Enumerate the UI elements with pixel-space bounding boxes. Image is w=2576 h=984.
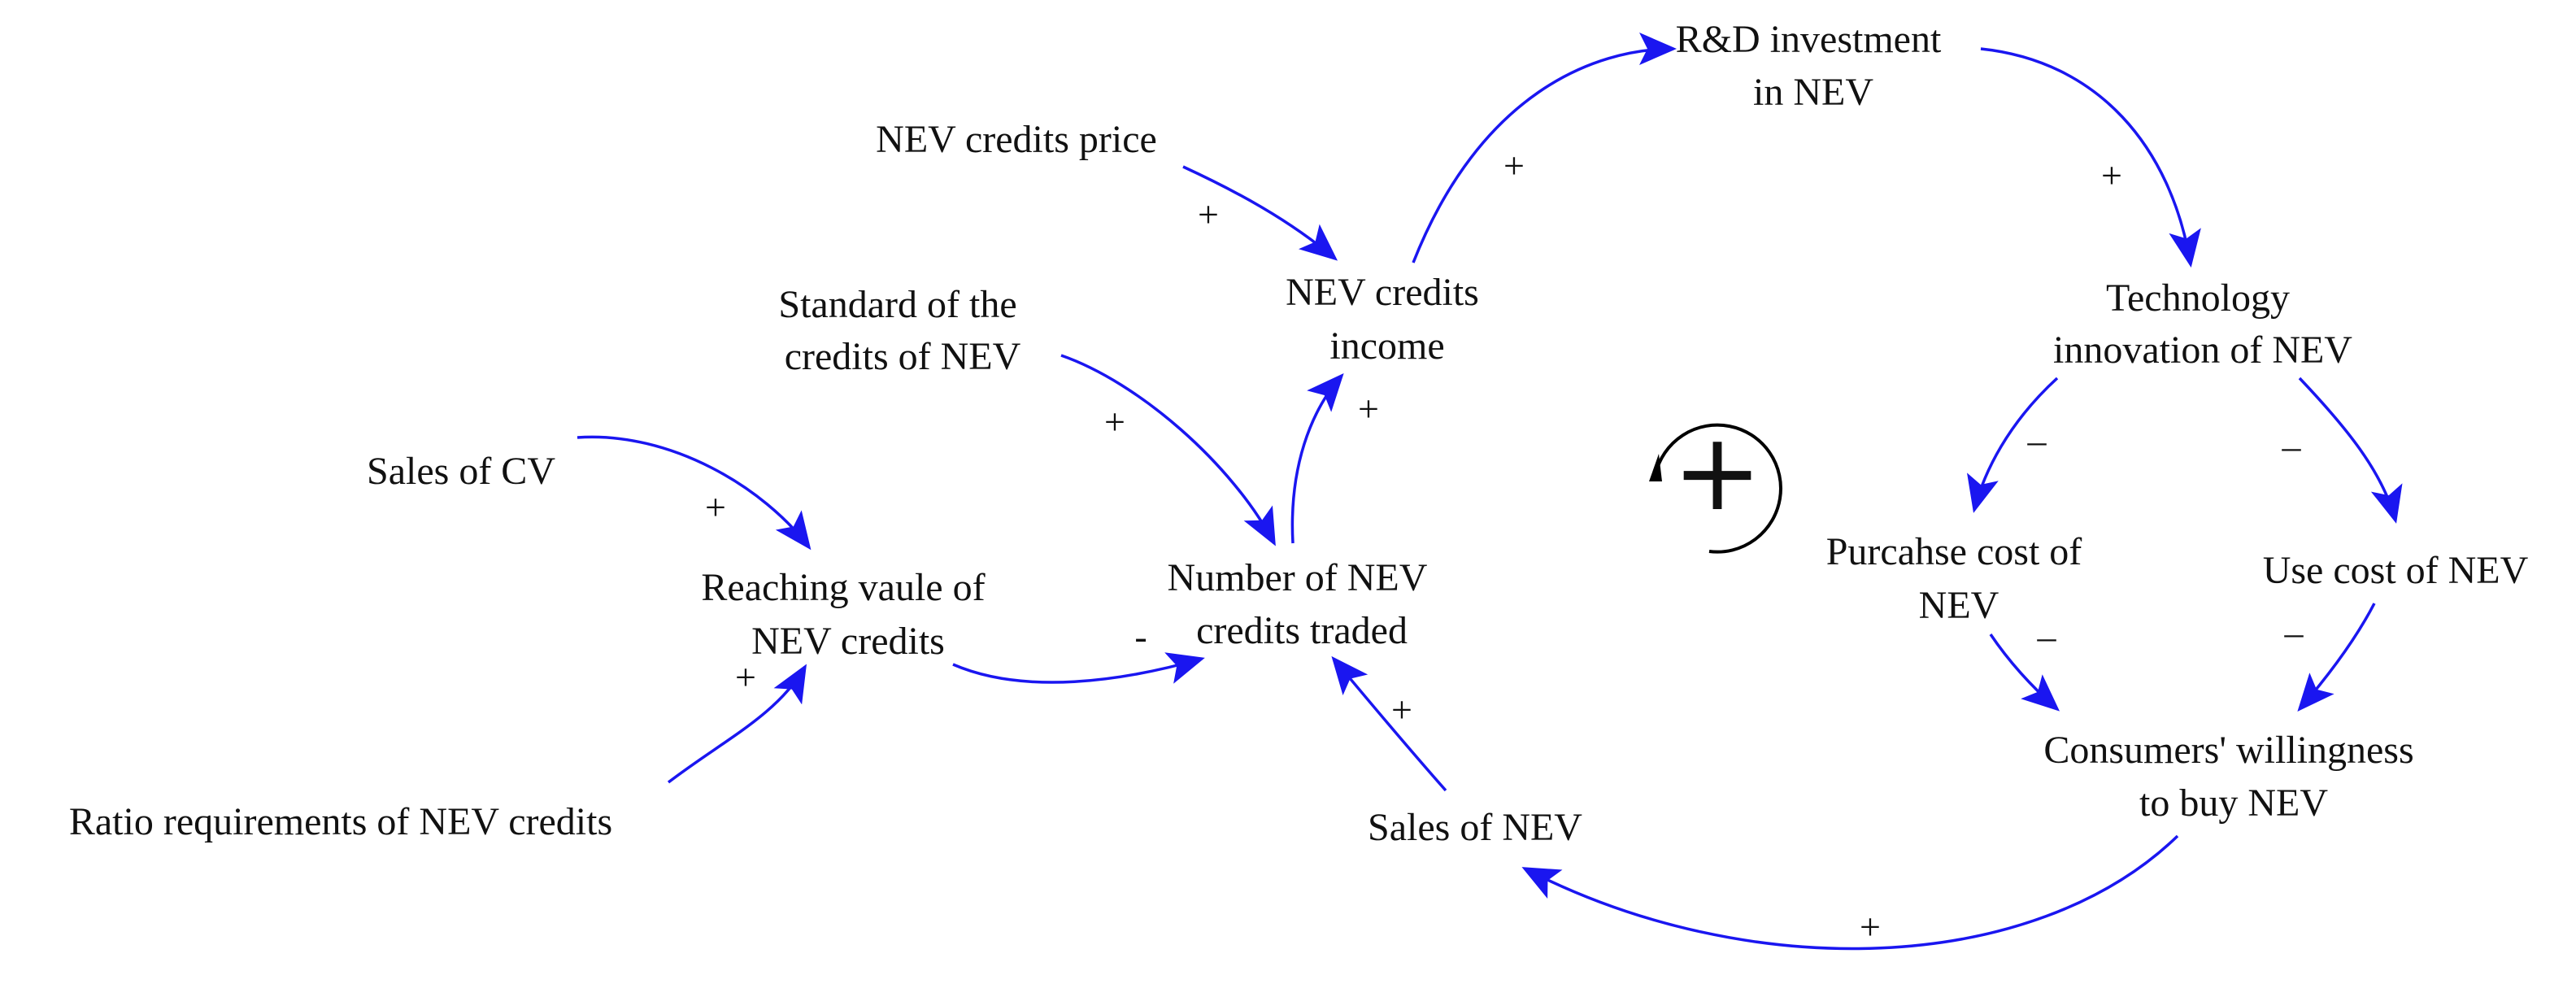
polarity-ratio-to-reaching: + xyxy=(735,656,756,698)
node-sales-of-cv: Sales of CV xyxy=(367,450,555,493)
node-use-cost: Use cost of NEV xyxy=(2263,549,2529,592)
node-ratio-requirements: Ratio requirements of NEV credits xyxy=(69,800,612,843)
node-reaching-value-line2: NEV credits xyxy=(751,620,945,663)
node-sales-of-cv-line1: Sales of CV xyxy=(367,450,555,493)
node-technology-innovation-line2: innovation of NEV xyxy=(2053,329,2352,372)
node-nev-credits-income-line1: NEV credits xyxy=(1286,271,1479,314)
link-technology-to-purchase xyxy=(1967,377,2059,513)
node-technology-innovation: Technology innovation of NEV xyxy=(2053,276,2352,372)
polarity-use-to-willingness: – xyxy=(2284,612,2304,653)
node-sales-of-nev: Sales of NEV xyxy=(1368,806,1582,849)
node-number-traded: Number of NEV credits traded xyxy=(1167,556,1436,652)
links xyxy=(577,33,2403,951)
polarity-salesnev-to-traded: + xyxy=(1391,689,1412,730)
loop-polarity-sign: + xyxy=(1673,410,1763,535)
link-traded-to-income xyxy=(1290,373,1344,544)
node-number-traded-line1: Number of NEV xyxy=(1167,556,1427,599)
node-consumers-willingness-line2: to buy NEV xyxy=(2139,782,2328,825)
node-rd-investment-line1: R&D investment xyxy=(1676,18,1942,61)
polarity-rd-to-technology: + xyxy=(2101,155,2122,196)
link-salesnev-to-traded xyxy=(1331,655,1447,792)
loop-circle-arrow-icon xyxy=(1654,423,1782,554)
polarity-standard-to-traded: + xyxy=(1104,401,1125,442)
node-technology-innovation-line1: Technology xyxy=(2106,276,2290,320)
link-rd-to-technology xyxy=(1980,47,2201,268)
link-willingness-to-salesnev xyxy=(1521,834,2179,951)
node-sales-of-nev-line1: Sales of NEV xyxy=(1368,806,1582,849)
node-ratio-requirements-line1: Ratio requirements of NEV credits xyxy=(69,800,612,843)
node-reaching-value: Reaching vaule of NEV credits xyxy=(701,566,994,663)
polarity-technology-to-purchase: – xyxy=(2027,420,2047,461)
node-nev-credits-price: NEV credits price xyxy=(876,118,1157,161)
polarity-income-to-rd: + xyxy=(1503,145,1525,186)
node-number-traded-line2: credits traded xyxy=(1196,609,1408,652)
node-rd-investment-line2: in NEV xyxy=(1753,71,1873,114)
link-technology-to-use xyxy=(2298,377,2403,524)
variables: R&D investment in NEV Technology innovat… xyxy=(69,18,2529,849)
node-reaching-value-line1: Reaching vaule of xyxy=(701,566,985,609)
node-standard-of-credits: Standard of the credits of NEV xyxy=(778,283,1026,378)
link-reaching-to-traded xyxy=(952,652,1205,684)
polarity-technology-to-use: – xyxy=(2282,425,2302,467)
link-price-to-income xyxy=(1182,165,1338,261)
node-nev-credits-price-line1: NEV credits price xyxy=(876,118,1157,161)
node-use-cost-line1: Use cost of NEV xyxy=(2263,549,2529,592)
link-use-to-willingness xyxy=(2297,603,2376,712)
link-ratio-to-reaching xyxy=(667,664,807,784)
polarity-traded-to-income: + xyxy=(1358,388,1379,429)
node-standard-of-credits-line1: Standard of the xyxy=(778,283,1016,326)
polarity-willingness-to-salesnev: + xyxy=(1860,906,1881,947)
link-salescv-to-reaching xyxy=(577,435,812,551)
reinforcing-loop-symbol: + xyxy=(1649,410,1782,554)
node-purchase-cost: Purcahse cost of NEV xyxy=(1826,530,2092,627)
loop-arrowhead-icon xyxy=(1649,454,1662,481)
node-consumers-willingness: Consumers' willingness to buy NEV xyxy=(2043,729,2423,825)
polarity-salescv-to-reaching: + xyxy=(705,486,726,528)
node-nev-credits-income-line2: income xyxy=(1329,324,1444,368)
polarity-purchase-to-willingness: – xyxy=(2037,616,2057,657)
node-rd-investment: R&D investment in NEV xyxy=(1676,18,1952,114)
node-nev-credits-income: NEV credits income xyxy=(1286,271,1489,368)
node-standard-of-credits-line2: credits of NEV xyxy=(785,335,1021,378)
polarity-labels: + + + + + + + - – – – – + + xyxy=(705,145,2304,947)
node-purchase-cost-line2: NEV xyxy=(1919,584,1999,627)
node-purchase-cost-line1: Purcahse cost of xyxy=(1826,530,2082,573)
polarity-reaching-to-traded: - xyxy=(1134,616,1147,657)
link-income-to-rd xyxy=(1412,33,1677,263)
link-standard-to-traded xyxy=(1060,354,1276,546)
node-consumers-willingness-line1: Consumers' willingness xyxy=(2043,729,2413,772)
polarity-price-to-income: + xyxy=(1198,194,1219,235)
link-purchase-to-willingness xyxy=(1989,634,2060,712)
